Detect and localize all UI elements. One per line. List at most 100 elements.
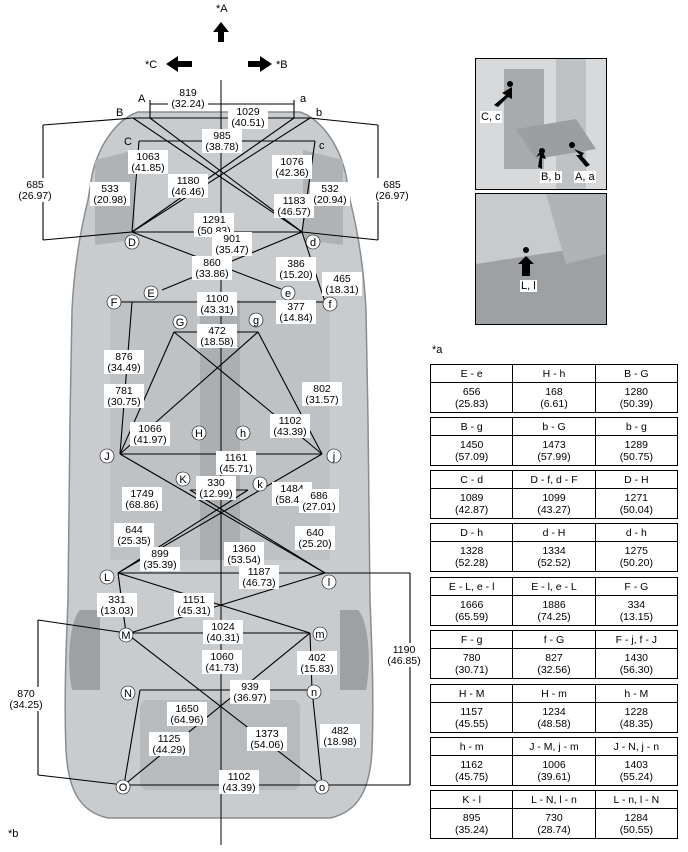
dimension-inch: (41.97) (133, 434, 166, 446)
value-mm: 1099 (542, 491, 566, 504)
value-mm: 656 (462, 385, 481, 398)
dimension-mm: 482 (331, 725, 349, 737)
table-value-cell: 1271(50.04) (594, 488, 679, 519)
point-K: K (175, 471, 191, 487)
value-inch: (45.55) (455, 717, 489, 730)
point-O: O (115, 779, 131, 795)
dimension-label: 386(15.20) (276, 257, 316, 281)
dimension-inch: (40.31) (206, 632, 239, 644)
table-header-cell: F - g (429, 630, 514, 649)
dimension-label: 1360(53.54) (224, 542, 264, 566)
point-a: a (300, 93, 307, 105)
dimension-inch: (15.20) (279, 269, 312, 281)
value-mm: 1280 (624, 385, 648, 398)
table-value-cell: 1162(45.75) (429, 755, 514, 786)
value-mm: 1284 (624, 811, 648, 824)
value-inch: (32.56) (537, 663, 571, 676)
dimension-inch: (25.20) (298, 538, 331, 550)
dimension-inch: (42.36) (275, 167, 308, 179)
table-value-cell: 334(13.15) (594, 595, 679, 626)
value-mm: 1430 (624, 651, 648, 664)
dimension-inch: (45.31) (177, 605, 210, 617)
table-value-cell: 1334(52.52) (512, 541, 596, 572)
dimension-inch: (30.75) (107, 396, 140, 408)
table-header-cell: h - m (429, 737, 514, 756)
dimension-mm: 1102 (228, 771, 251, 783)
value-mm: 1450 (459, 438, 484, 451)
point-C: C (124, 136, 132, 148)
value-inch: (30.71) (455, 663, 489, 676)
dimension-mm: 1360 (232, 543, 256, 555)
value-inch: (42.87) (455, 503, 489, 516)
value-inch: (65.59) (455, 610, 489, 623)
point-label: B (116, 107, 123, 119)
dimension-mm: 1066 (138, 423, 162, 435)
value-inch: (45.75) (455, 770, 489, 783)
dimension-mm: 1187 (248, 566, 271, 578)
dimension-label: 1183(46.57) (274, 194, 314, 218)
dimension-mm: 985 (213, 130, 231, 142)
point-label: a (300, 93, 307, 105)
dimension-inch: (46.73) (242, 577, 275, 589)
dimension-label: 1161(45.71) (216, 451, 256, 475)
value-mm: 1228 (624, 705, 648, 718)
dimension-inch: (44.29) (152, 744, 185, 756)
dimension-label: 686(27.01) (299, 489, 339, 513)
point-D: D (124, 234, 140, 250)
dimension-mm: 1650 (175, 703, 199, 715)
marker-right: *B (276, 59, 288, 71)
dimension-inch: (26.97) (375, 190, 408, 202)
dimension-label: 482(18.98) (320, 724, 360, 748)
table-header-cell: L - n, l - N (594, 790, 679, 809)
dimension-mm: 939 (241, 681, 259, 693)
table-note: *a (432, 344, 443, 356)
dimension-label: 901(35.47) (212, 232, 252, 256)
marker-up: *A (216, 3, 228, 15)
dimension-mm: 1029 (236, 106, 260, 118)
point-label: h (240, 428, 246, 440)
dimension-mm: 1484 (280, 483, 304, 495)
dimension-label: 1187(46.73) (239, 565, 279, 589)
table-header-cell: d - h (594, 523, 679, 542)
table-header-cell: d - H (512, 523, 596, 542)
marker-left: *C (145, 59, 157, 71)
point-label: M (121, 630, 130, 642)
value-mm: 168 (545, 385, 563, 398)
value-mm: 1666 (459, 598, 484, 611)
dimension-inch: (46.57) (277, 206, 310, 218)
dimension-mm: 1180 (177, 175, 200, 187)
table-header-cell: D - h (429, 523, 514, 542)
value-inch: (50.04) (619, 503, 653, 516)
point-f: f (322, 296, 338, 312)
value-inch: (48.35) (619, 717, 653, 730)
dimension-mm: 533 (101, 183, 119, 195)
point-label: j (332, 451, 335, 463)
point-label: l (328, 577, 330, 589)
table-header-cell: b - G (512, 417, 596, 436)
dimension-mm: 860 (203, 257, 221, 269)
dimension-label: 330(12.99) (196, 476, 236, 500)
dimension-inch: (20.94) (313, 194, 346, 206)
point-d: d (305, 234, 321, 250)
dimension-inch: (43.39) (222, 782, 255, 794)
dimension-label: 331(13.03) (97, 593, 137, 617)
dimension-label: 781(30.75) (104, 384, 144, 408)
point-label: A (138, 93, 146, 105)
point-B: B (116, 107, 123, 119)
table-value-cell: 1284(50.55) (594, 808, 679, 839)
dimension-inch: (35.39) (143, 559, 176, 571)
point-n: n (306, 684, 322, 700)
dimension-label: 1076(42.36) (272, 155, 312, 179)
dimension-mm: 1373 (255, 728, 279, 740)
point-label: m (315, 629, 324, 641)
dimension-inch: (43.39) (273, 426, 306, 438)
value-inch: (25.83) (455, 397, 489, 410)
dimension-inch: (18.31) (325, 284, 358, 296)
dimension-label: 876(34.49) (104, 350, 144, 374)
point-label: G (176, 317, 185, 329)
point-label: O (119, 782, 128, 794)
dimension-label: 899(35.39) (140, 547, 180, 571)
table-value-cell: 168(6.61) (512, 382, 596, 413)
point-A: A (138, 93, 146, 105)
